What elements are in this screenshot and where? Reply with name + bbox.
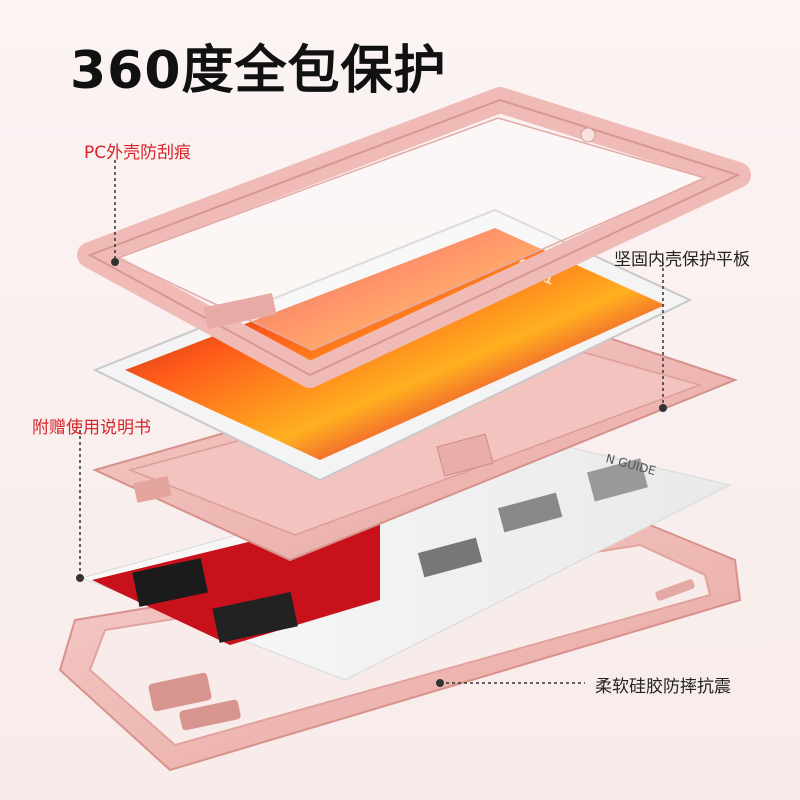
pc-shell-frame (77, 87, 751, 388)
inner-shell (92, 328, 738, 562)
callout-manual: 附赠使用说明书 (32, 418, 151, 438)
callout-pc-shell: PC外壳防刮痕 (84, 143, 192, 163)
callout-inner-shell: 坚固内壳保护平板 (614, 250, 750, 270)
callout-silicone: 柔软硅胶防摔抗震 (595, 677, 731, 697)
page-title: 360度全包保护 (70, 41, 447, 101)
leader-lines (79, 160, 664, 684)
